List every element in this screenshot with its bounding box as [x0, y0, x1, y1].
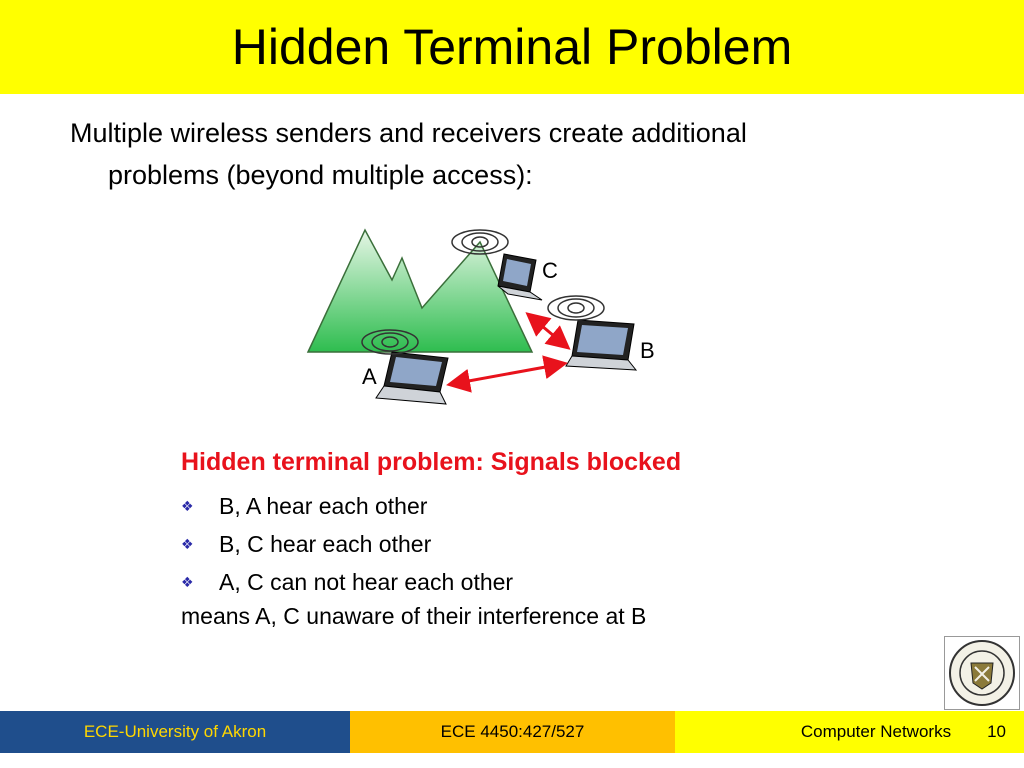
intro-line-1: Multiple wireless senders and receivers …	[70, 118, 747, 148]
list-item: ❖A, C can not hear each other	[181, 568, 514, 595]
laptop-icon	[375, 351, 449, 405]
list-item: ❖B, C hear each other	[181, 530, 432, 557]
conclusion-text: means A, C unaware of their interference…	[181, 603, 647, 629]
label-a: A	[362, 364, 377, 389]
label-b: B	[640, 338, 655, 363]
list-item: ❖B, A hear each other	[181, 492, 428, 519]
intro-line-2: problems (beyond multiple access):	[108, 160, 533, 190]
footer-org: ECE-University of Akron	[0, 711, 350, 753]
bottom-strip	[0, 753, 1024, 768]
bullet-list: ❖B, A hear each other ❖B, C hear each ot…	[181, 487, 881, 601]
laptop-icon	[497, 253, 543, 301]
double-arrow-icon	[446, 355, 568, 393]
footer-right: Computer Networks 10	[675, 711, 1024, 753]
wireless-signal-icon	[361, 329, 419, 355]
diamond-bullet-icon: ❖	[181, 573, 194, 590]
laptop-icon	[565, 319, 638, 371]
section-heading: Hidden terminal problem: Signals blocked	[181, 448, 682, 476]
double-arrow-icon	[525, 312, 571, 350]
hidden-terminal-diagram: C B A	[306, 228, 655, 405]
university-seal-icon	[944, 636, 1020, 710]
footer: ECE-University of Akron ECE 4450:427/527…	[0, 711, 1024, 753]
page-number: 10	[987, 722, 1006, 741]
mountain-icon	[306, 228, 534, 353]
label-c: C	[542, 258, 558, 283]
slide-title: Hidden Terminal Problem	[231, 19, 793, 75]
diamond-bullet-icon: ❖	[181, 535, 194, 552]
intro-text: Multiple wireless senders and receivers …	[70, 112, 890, 196]
footer-topic: Computer Networks	[800, 722, 952, 741]
diamond-bullet-icon: ❖	[181, 497, 194, 514]
explanation: Hidden terminal problem: Signals blocked…	[181, 448, 881, 630]
title-bar: Hidden Terminal Problem	[0, 0, 1024, 94]
footer-course: ECE 4450:427/527	[350, 711, 675, 753]
wireless-signal-icon	[451, 229, 509, 255]
wireless-signal-icon	[547, 295, 605, 321]
